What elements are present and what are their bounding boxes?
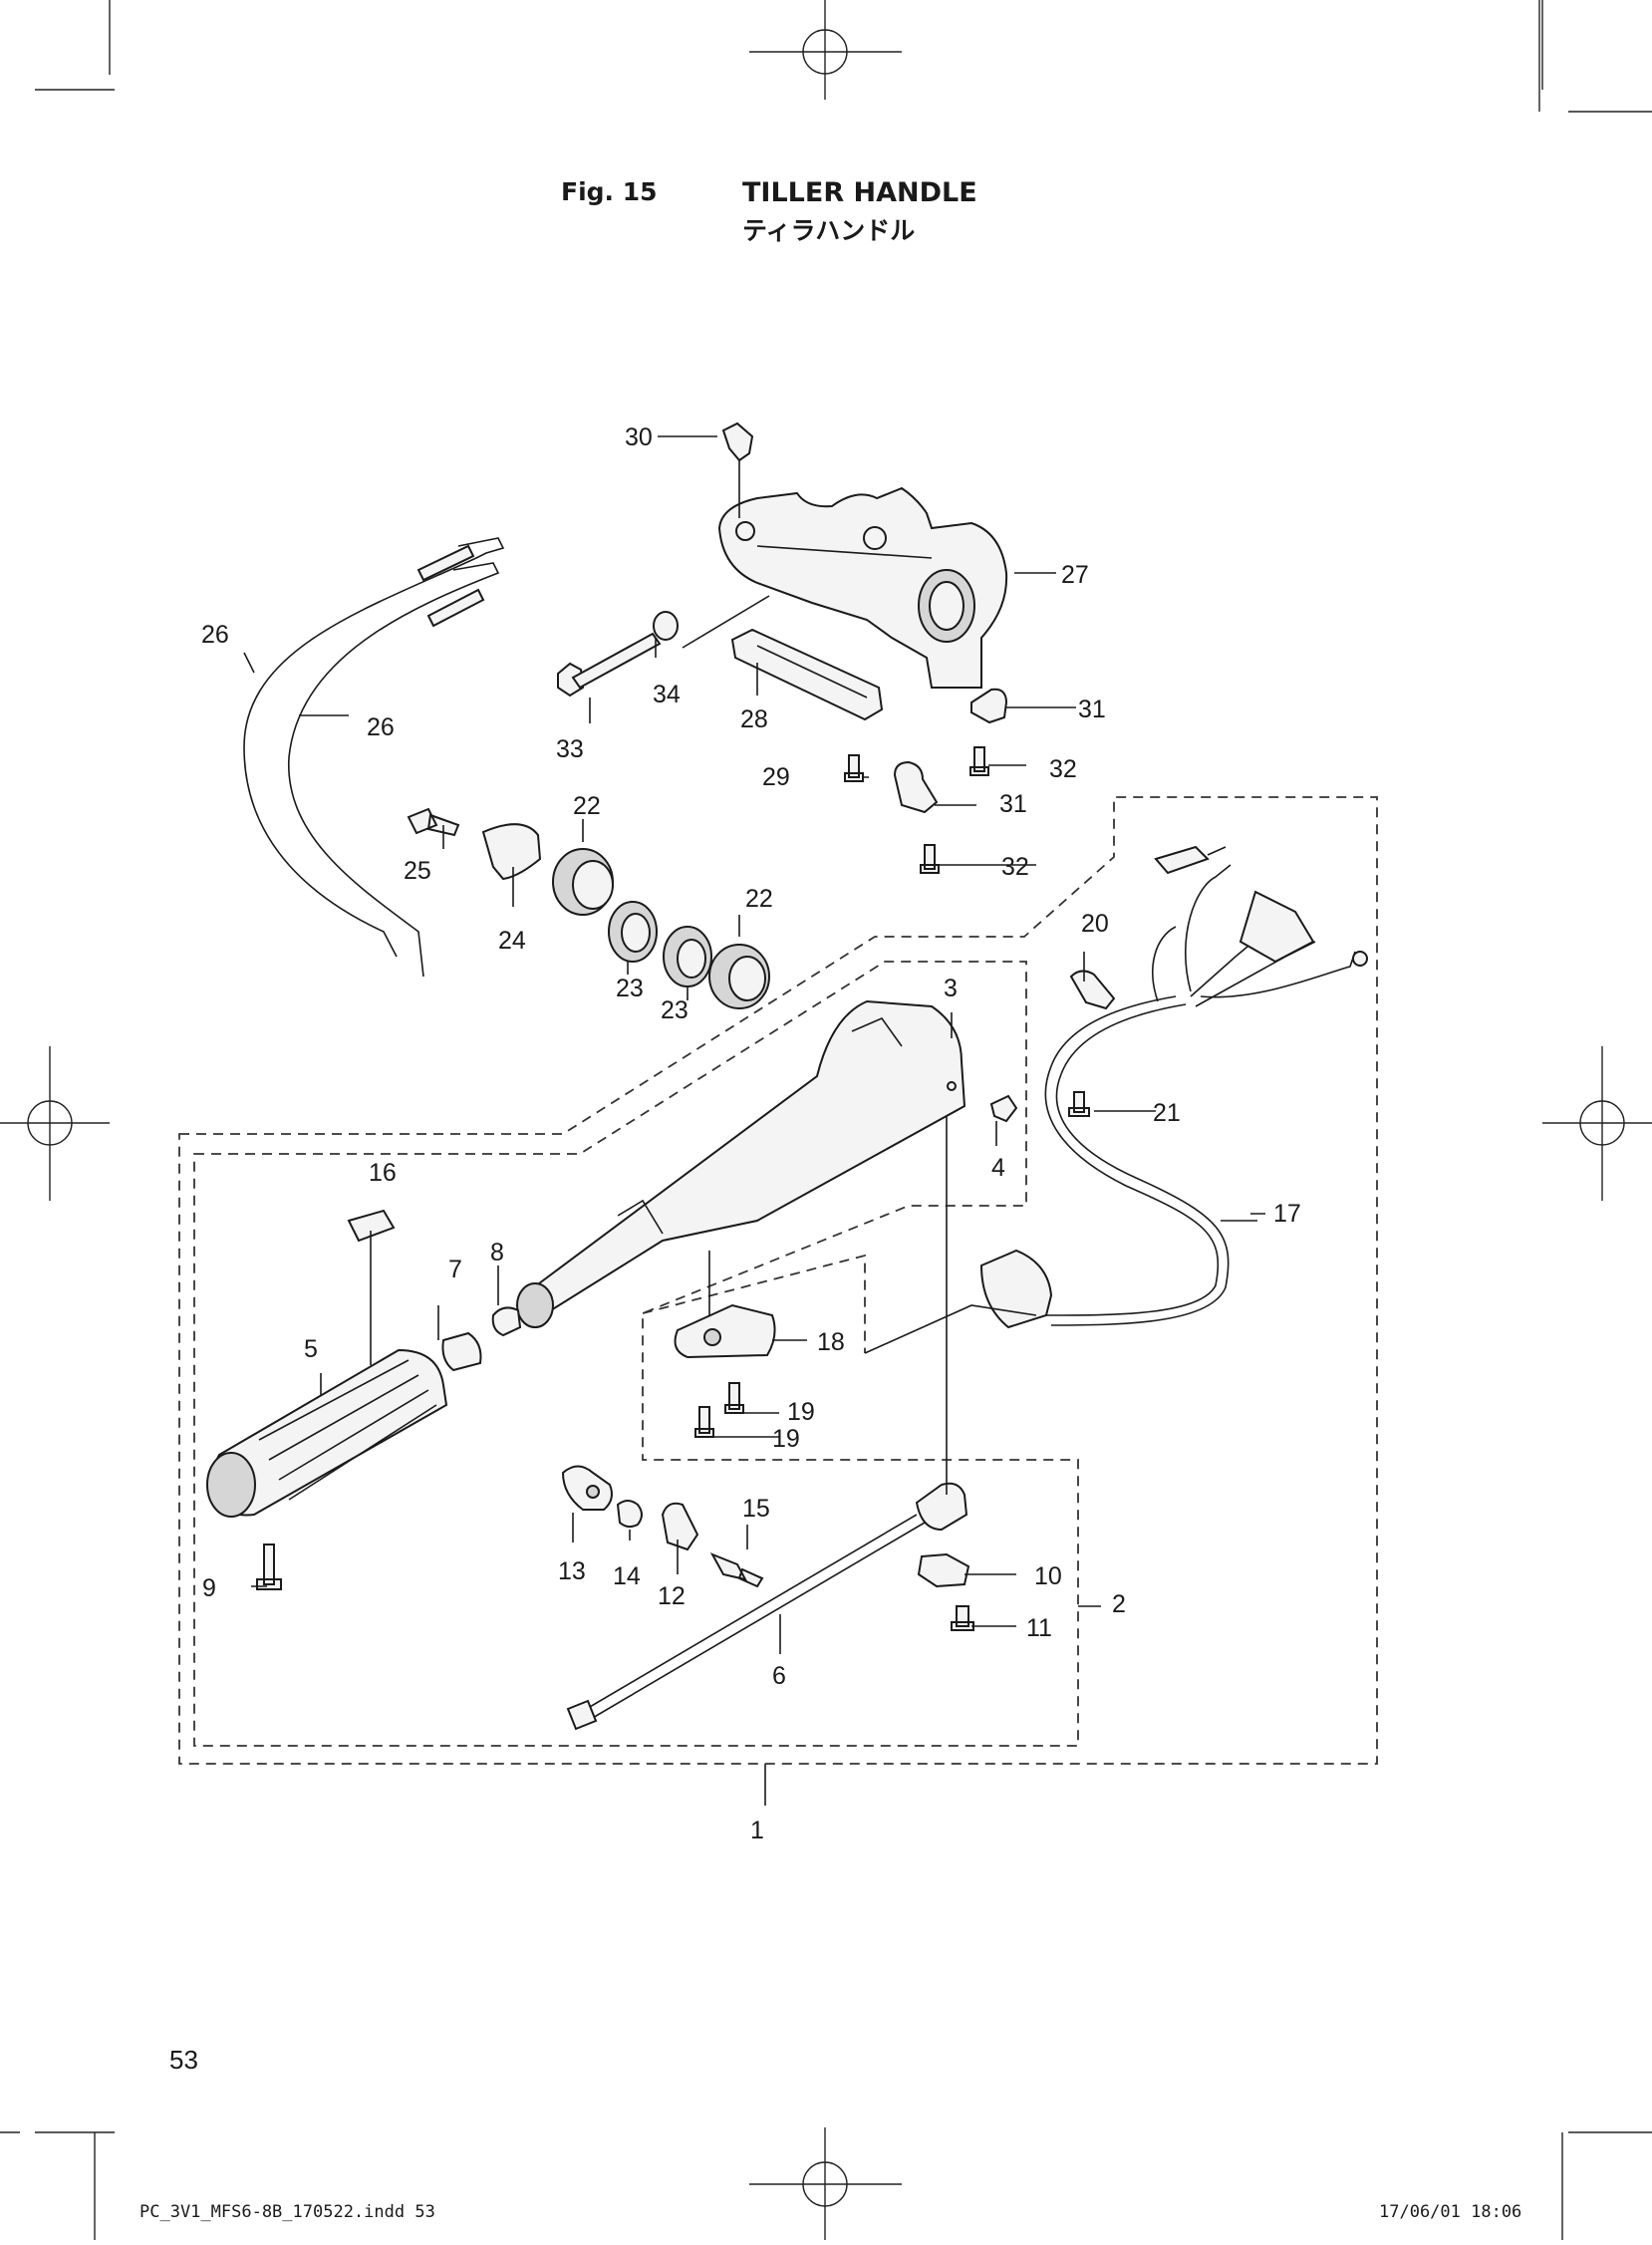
callout-1: 1 <box>750 1817 764 1844</box>
bushing-part-22-right <box>708 944 770 1009</box>
page-number: 53 <box>169 2045 198 2075</box>
decal-part-16 <box>347 1209 396 1243</box>
screw-part-11 <box>951 1605 974 1631</box>
callout-23b: 23 <box>661 996 688 1024</box>
screw-part-9 <box>256 1543 282 1590</box>
callouts: 1 2 3 4 5 6 7 8 9 10 11 12 13 14 15 16 1… <box>201 423 1301 1844</box>
leader-lines <box>243 435 1265 1806</box>
clamp-part-31-lower <box>893 760 939 814</box>
callout-25: 25 <box>404 857 431 885</box>
callout-19a: 19 <box>787 1398 815 1426</box>
bushing-part-22-left <box>552 848 614 916</box>
registration-mark-top <box>749 0 902 100</box>
callout-12: 12 <box>658 1582 686 1610</box>
assembly-1-boundary <box>178 796 1378 1765</box>
callout-31b: 31 <box>999 790 1027 818</box>
bolt-part-25 <box>407 807 460 837</box>
washer-part-23-right <box>663 926 712 987</box>
callout-11: 11 <box>1026 1614 1052 1642</box>
callout-21: 21 <box>1153 1099 1181 1127</box>
cap-part-13 <box>561 1465 613 1511</box>
footer-file-name: PC_3V1_MFS6-8B_170522.indd 53 <box>139 2202 435 2222</box>
callout-26a: 26 <box>201 621 229 649</box>
callout-20: 20 <box>1081 910 1109 938</box>
callout-13: 13 <box>558 1557 586 1585</box>
collar-part-7 <box>441 1331 482 1372</box>
bracket-part-10 <box>917 1552 970 1588</box>
throttle-cables-part-26 <box>243 537 505 978</box>
callout-14: 14 <box>613 1562 641 1590</box>
plate-part-28 <box>730 628 884 721</box>
bolt-part-15 <box>709 1552 764 1588</box>
screw-part-19-lower <box>694 1406 714 1438</box>
callout-3: 3 <box>944 975 958 1002</box>
callout-17: 17 <box>1273 1200 1301 1228</box>
figure-title-japanese: ティラハンドル <box>742 216 916 245</box>
nipple-part-4 <box>989 1094 1018 1123</box>
figure-title: TILLER HANDLE <box>742 177 977 208</box>
callout-27: 27 <box>1061 561 1089 589</box>
callout-7: 7 <box>448 1256 462 1283</box>
holder-part-12 <box>661 1502 699 1551</box>
callout-32b: 32 <box>1001 853 1029 881</box>
callout-6: 6 <box>772 1662 786 1690</box>
callout-31a: 31 <box>1078 696 1106 723</box>
callout-4: 4 <box>991 1154 1005 1182</box>
screw-part-32-upper <box>969 746 989 776</box>
callout-16: 16 <box>369 1159 397 1187</box>
clip-part-30 <box>721 421 754 462</box>
bolt-part-33 <box>557 632 662 698</box>
clamp-part-31-upper <box>970 688 1008 724</box>
callout-29: 29 <box>762 763 790 791</box>
callout-23a: 23 <box>616 975 644 1002</box>
washer-part-23-left <box>608 901 658 963</box>
callout-33: 33 <box>556 735 584 763</box>
callout-9: 9 <box>202 1574 216 1602</box>
registration-mark-left <box>0 1046 110 1201</box>
callout-8: 8 <box>490 1239 504 1266</box>
footer-timestamp: 17/06/01 18:06 <box>1379 2202 1522 2222</box>
callout-30: 30 <box>625 423 653 451</box>
tiller-arm-part-3 <box>516 999 966 1328</box>
callout-10: 10 <box>1034 1562 1062 1590</box>
stop-switch-lead-part-6 <box>566 1482 968 1731</box>
screw-part-29 <box>844 754 864 782</box>
screw-part-32-lower <box>920 844 940 874</box>
screw-part-19-upper <box>724 1382 744 1414</box>
bracket-part-27 <box>717 486 1008 689</box>
assembly-2-boundary <box>193 961 1079 1747</box>
subgroup-18-boundary <box>642 1254 866 1353</box>
figure-number: Fig. 15 <box>561 177 658 206</box>
clamp-part-20 <box>1069 970 1116 1010</box>
bushing-part-8 <box>491 1306 522 1337</box>
callout-15: 15 <box>742 1495 770 1523</box>
callout-26b: 26 <box>367 713 395 741</box>
callout-22a: 22 <box>573 792 601 820</box>
callout-24: 24 <box>498 927 526 955</box>
callout-19b: 19 <box>772 1425 800 1453</box>
screw-part-21 <box>1068 1091 1090 1117</box>
registration-mark-bottom <box>749 2127 902 2240</box>
callout-22b: 22 <box>745 885 773 913</box>
callout-34: 34 <box>653 681 681 708</box>
grip-part-5 <box>206 1348 448 1518</box>
callout-28: 28 <box>740 705 768 733</box>
wiring-harness-part-17 <box>979 845 1368 1329</box>
spring-part-14 <box>616 1500 643 1529</box>
callout-5: 5 <box>304 1335 318 1363</box>
callout-32a: 32 <box>1049 755 1077 783</box>
callout-18: 18 <box>817 1328 845 1356</box>
callout-2: 2 <box>1112 1590 1126 1618</box>
plate-part-24 <box>481 823 542 881</box>
registration-mark-right <box>1542 1046 1652 1201</box>
washer-part-34 <box>653 611 679 641</box>
cover-part-18 <box>674 1303 776 1359</box>
